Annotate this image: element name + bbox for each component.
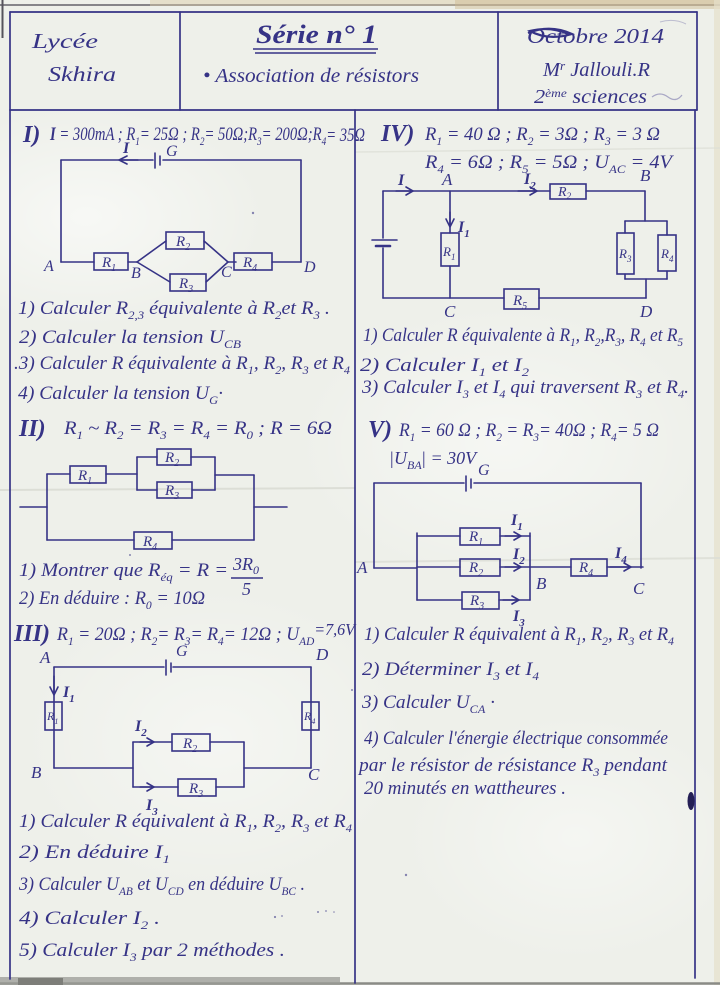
svg-text:3) Calculer I3 et I4 qui tr: 3) Calculer I3 et I4 qui traversent R3 e…	[361, 377, 689, 401]
svg-text:3R0: 3R0	[232, 554, 259, 577]
svg-text:R3: R3	[618, 246, 632, 264]
svg-text:par le résistor de résistanc: par le résistor de résistance R3 pendant	[357, 755, 668, 779]
svg-text:R1: R1	[46, 709, 58, 726]
svg-text:R1: R1	[101, 255, 116, 274]
svg-text:R1: R1	[442, 244, 455, 262]
svg-text:C: C	[444, 302, 456, 321]
svg-text:R4: R4	[242, 255, 257, 274]
svg-text:.3) Calculer R équivalente: .3) Calculer R équivalente à R1, R2, R3 …	[14, 353, 350, 377]
svg-text:5: 5	[242, 579, 251, 599]
svg-text:|U: |U	[389, 448, 408, 468]
svg-text:2) En déduire : R0 = 10Ω: 2) En déduire : R0 = 10Ω	[19, 588, 205, 612]
svg-text:B: B	[31, 763, 42, 782]
svg-text:Série n° 1: Série n° 1	[256, 20, 377, 49]
svg-text:II): II)	[18, 416, 46, 442]
svg-text:1) Calculer R équivalent à: 1) Calculer R équivalent à R1, R2, R3 et…	[364, 624, 674, 648]
svg-text:Skhira: Skhira	[48, 62, 116, 86]
svg-text:R4: R4	[303, 709, 315, 726]
svg-text:20 minutés en wattheures .: 20 minutés en wattheures .	[364, 778, 566, 799]
svg-text:R2: R2	[182, 736, 197, 755]
svg-text:A: A	[441, 170, 453, 189]
svg-text:R2: R2	[164, 450, 179, 469]
svg-text:R4: R4	[660, 246, 674, 264]
svg-text:V): V)	[368, 417, 392, 443]
svg-text:I2: I2	[134, 718, 147, 739]
svg-text:A: A	[39, 648, 51, 667]
svg-text:C: C	[633, 579, 645, 598]
svg-text:I: I	[397, 172, 405, 189]
svg-text:R4 = 6Ω ; R5 = 5Ω ; UAC =: R4 = 6Ω ; R5 = 5Ω ; UAC = 4V	[424, 152, 675, 176]
svg-text:G: G	[166, 143, 178, 160]
svg-text:1) Calculer R équivalent à: 1) Calculer R équivalent à R1, R2, R3 et…	[19, 811, 352, 835]
svg-text:2ème sciences: 2ème sciences	[534, 86, 647, 108]
svg-text:1) Calculer R équivalente: 1) Calculer R équivalente à R1, R2,R3, R…	[363, 325, 683, 349]
svg-text:A: A	[356, 558, 368, 577]
svg-text:2) Déterminer I3 et I4: 2) Déterminer I3 et I4	[362, 659, 539, 683]
svg-text:R1 = 60 Ω ; R2 = R3= 40Ω ; R4: R1 = 60 Ω ; R2 = R3= 40Ω ; R4= 5 Ω	[398, 420, 659, 444]
svg-text:R2: R2	[175, 234, 190, 253]
svg-text:D: D	[303, 259, 316, 276]
svg-text:B: B	[640, 166, 651, 185]
svg-text:I): I)	[22, 122, 40, 148]
svg-text:C: C	[308, 765, 320, 784]
svg-text:IV): IV)	[380, 121, 414, 147]
svg-text:I4: I4	[614, 545, 627, 566]
svg-text:I1: I1	[62, 684, 75, 705]
svg-text:B: B	[131, 265, 141, 282]
svg-text:I = 300mA ; R1= 25Ω ; R2= 50: I = 300mA ; R1= 25Ω ; R2= 50Ω;R3= 200Ω;R…	[49, 124, 365, 148]
svg-text:2) En déduire I1: 2) En déduire I1	[19, 842, 170, 866]
svg-text:5) Calculer I3 par 2 métho: 5) Calculer I3 par 2 méthodes .	[19, 940, 285, 964]
svg-text:3) Calculer UAB et UCD en dé: 3) Calculer UAB et UCD en déduire UBC .	[18, 874, 305, 898]
svg-text:D: D	[639, 302, 653, 321]
svg-text:R1 ~ R2 = R3 = R4 = R0 ; R: R1 ~ R2 = R3 = R4 = R0 ; R = 6Ω	[63, 418, 332, 442]
svg-text:R2: R2	[557, 185, 572, 201]
svg-text:B: B	[536, 574, 547, 593]
svg-text:4) Calculer I2 .: 4) Calculer I2 .	[19, 908, 160, 932]
svg-text:R1 = 40 Ω ; R2 = 3Ω ; R3 =: R1 = 40 Ω ; R2 = 3Ω ; R3 = 3 Ω	[424, 124, 660, 148]
svg-text:R3: R3	[164, 483, 179, 502]
svg-text:R1: R1	[77, 468, 92, 487]
svg-text:1) Montrer que Réq = R =: 1) Montrer que Réq = R =	[19, 560, 228, 584]
svg-text:4) Calculer la tension UG·: 4) Calculer la tension UG·	[18, 383, 223, 407]
svg-text:C: C	[221, 264, 232, 281]
svg-text:III): III)	[13, 621, 50, 647]
svg-text:R1 = 20Ω ; R2= R3= R4= 12Ω ;: R1 = 20Ω ; R2= R3= R4= 12Ω ; UAD=7,6V	[56, 620, 357, 648]
svg-text:3) Calculer UCA ·: 3) Calculer UCA ·	[361, 692, 495, 716]
svg-text:G: G	[478, 462, 490, 479]
svg-text:R3: R3	[178, 276, 193, 295]
svg-text:2) Calculer I1 et I2: 2) Calculer I1 et I2	[360, 355, 529, 379]
svg-text:4) Calculer l'énergie électr: 4) Calculer l'énergie électrique consomm…	[364, 728, 668, 749]
svg-text:D: D	[315, 645, 329, 664]
svg-text:R4: R4	[142, 534, 157, 553]
svg-text:| = 30V: | = 30V	[421, 448, 478, 468]
svg-text:R3: R3	[188, 781, 203, 800]
svg-text:Lycée: Lycée	[31, 29, 98, 53]
svg-text:2) Calculer la tension UCB: 2) Calculer la tension UCB	[19, 327, 242, 351]
svg-text:G: G	[176, 643, 188, 660]
svg-text:BA: BA	[407, 458, 422, 472]
svg-text:• Association de résistors: • Association de résistors	[203, 65, 419, 87]
svg-text:A: A	[43, 258, 54, 275]
svg-text:I: I	[122, 140, 130, 157]
svg-text:Mr Jallouli.R: Mr Jallouli.R	[542, 58, 650, 81]
svg-text:I2: I2	[523, 171, 536, 192]
svg-text:I1: I1	[510, 512, 523, 533]
